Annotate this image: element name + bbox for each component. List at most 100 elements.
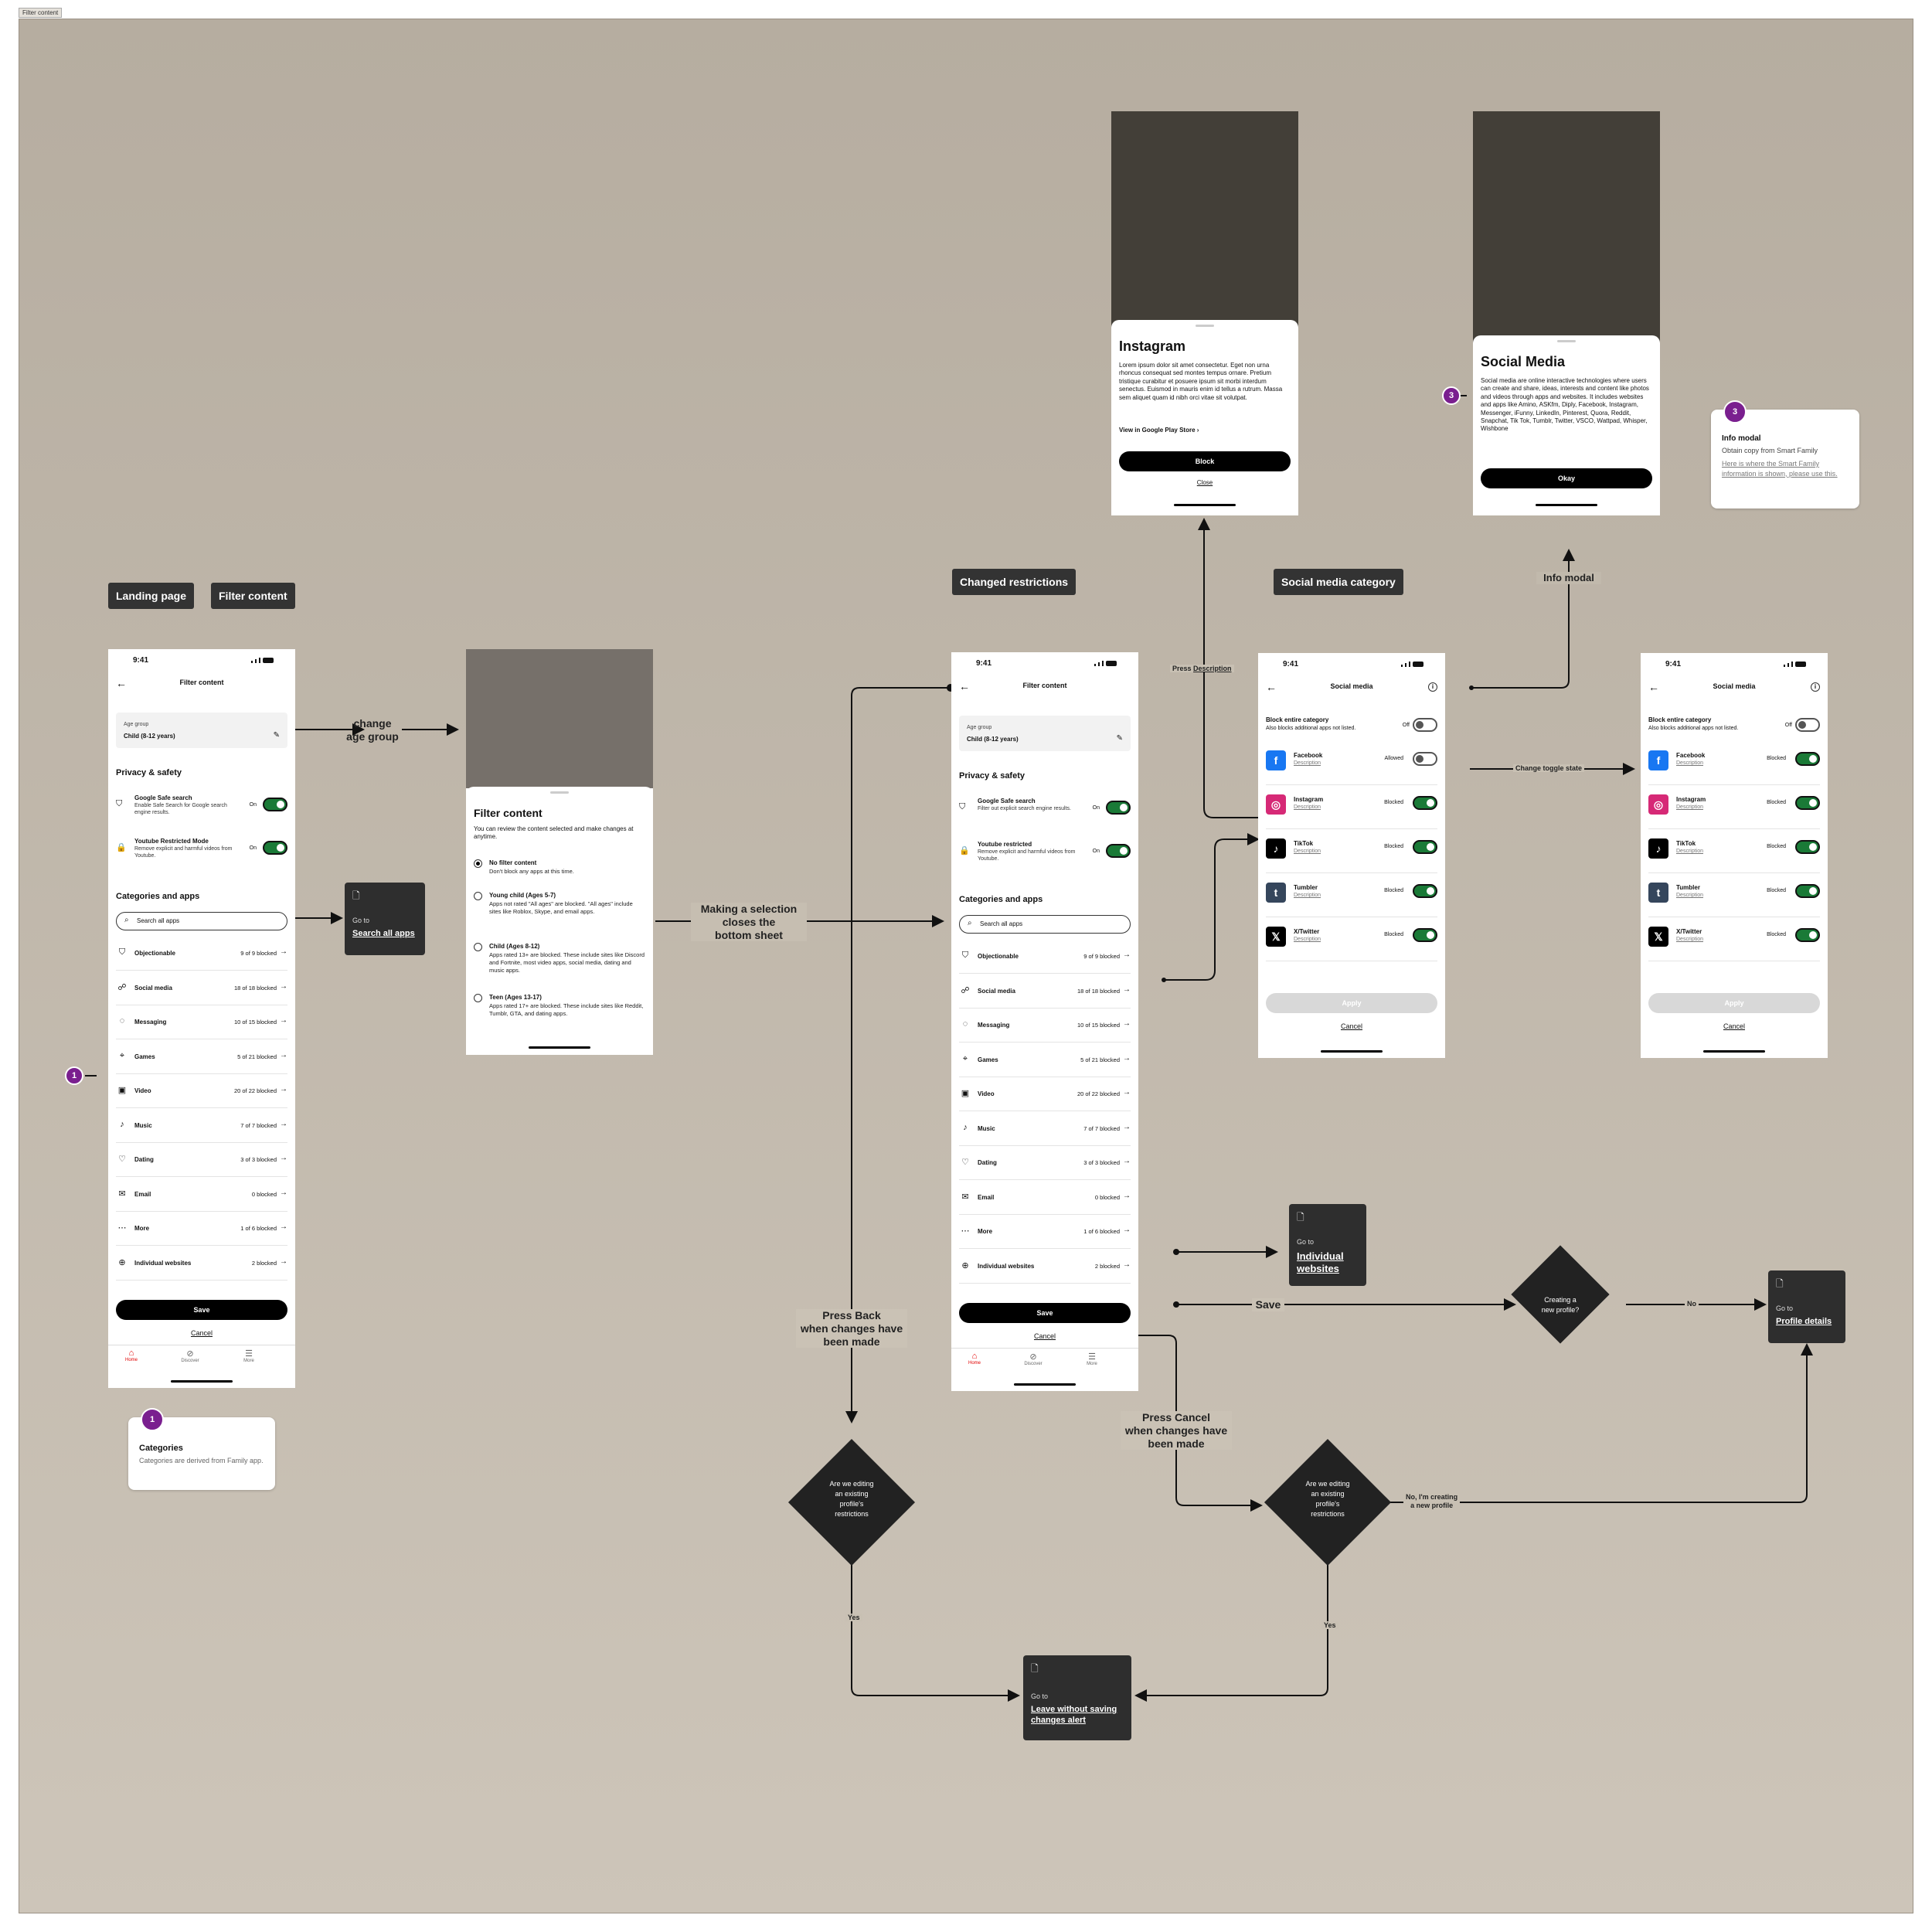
description-link[interactable]: Description	[1676, 849, 1704, 854]
apply-button[interactable]: Apply	[1648, 993, 1820, 1013]
app-toggle[interactable]	[1795, 884, 1820, 898]
description-link[interactable]: Description	[1294, 937, 1321, 942]
radio-child[interactable]	[474, 943, 482, 951]
cancel-link[interactable]: Cancel	[1340, 1022, 1362, 1030]
goto-search-all-apps[interactable]: 🗋 Go to Search all apps	[345, 883, 425, 955]
info-icon[interactable]: i	[1428, 682, 1437, 692]
block-category-toggle[interactable]	[1413, 718, 1437, 732]
app-toggle[interactable]	[1413, 928, 1437, 942]
toggle-switch[interactable]	[263, 798, 287, 811]
radio-teen[interactable]	[474, 994, 482, 1002]
search-input[interactable]: ⌕Search all apps	[116, 912, 287, 930]
info-icon[interactable]: i	[1811, 682, 1820, 692]
description-link[interactable]: Description	[1294, 804, 1321, 810]
save-button[interactable]: Save	[959, 1303, 1131, 1323]
radio-young-child[interactable]	[474, 892, 482, 900]
block-button[interactable]: Block	[1119, 451, 1291, 471]
edit-pencil-icon[interactable]: ✎	[1116, 734, 1123, 743]
description-link[interactable]: Description	[1676, 937, 1704, 942]
tab-home[interactable]: ⌂Home	[108, 1349, 155, 1362]
page-title: Filter content	[1022, 682, 1067, 689]
description-link[interactable]: Description	[1676, 804, 1704, 810]
description-link[interactable]: Description	[1294, 849, 1321, 854]
app-toggle[interactable]	[1795, 928, 1820, 942]
description-link[interactable]: Description	[1294, 893, 1321, 898]
goto-individual-websites[interactable]: 🗋 Go to Individual websites	[1289, 1204, 1366, 1286]
app-toggle[interactable]	[1413, 840, 1437, 854]
sheet-grabber[interactable]	[1196, 325, 1214, 327]
description-link[interactable]: Description	[1676, 893, 1704, 898]
tab-home[interactable]: ⌂Home	[951, 1352, 998, 1366]
goto-profile-details[interactable]: 🗋 Go to Profile details	[1768, 1270, 1845, 1343]
cancel-link[interactable]: Cancel	[1033, 1332, 1056, 1340]
category-count: 9 of 9 blocked	[1083, 953, 1120, 960]
play-store-link[interactable]: View in Google Play Store ›	[1119, 427, 1199, 434]
note-link[interactable]: Here is where the Smart Family informati…	[1722, 460, 1838, 478]
cancel-link[interactable]: Cancel	[1723, 1022, 1745, 1030]
app-toggle[interactable]	[1795, 752, 1820, 766]
radio-no-filter[interactable]	[474, 859, 482, 868]
okay-button[interactable]: Okay	[1481, 468, 1652, 488]
back-arrow-icon[interactable]: ←	[116, 677, 127, 689]
app-toggle[interactable]	[1413, 884, 1437, 898]
sheet-grabber[interactable]	[550, 791, 569, 794]
block-category-toggle[interactable]	[1795, 718, 1820, 732]
back-arrow-icon[interactable]: ←	[1266, 681, 1277, 693]
tab-more[interactable]: ☰More	[1069, 1352, 1115, 1366]
description-link[interactable]: Description	[1294, 760, 1321, 766]
search-input[interactable]: ⌕Search all apps	[959, 915, 1131, 934]
app-toggle[interactable]	[1795, 840, 1820, 854]
toggle-switch[interactable]	[1106, 844, 1131, 858]
cancel-link[interactable]: Cancel	[190, 1329, 213, 1337]
app-toggle[interactable]	[1795, 796, 1820, 810]
back-arrow-icon[interactable]: ←	[959, 680, 970, 692]
apply-button[interactable]: Apply	[1266, 993, 1437, 1013]
goto-leave-without-saving[interactable]: 🗋 Go to Leave without saving changes ale…	[1023, 1655, 1131, 1740]
back-arrow-icon[interactable]: ←	[1648, 681, 1659, 693]
close-link[interactable]: Close	[1196, 479, 1213, 486]
app-toggle[interactable]	[1413, 752, 1437, 766]
tab-discover[interactable]: ⊘Discover	[167, 1349, 213, 1363]
toggle-switch[interactable]	[263, 841, 287, 855]
toggle-switch[interactable]	[1106, 801, 1131, 815]
save-button[interactable]: Save	[116, 1300, 287, 1320]
tab-more[interactable]: ☰More	[226, 1349, 272, 1363]
tab-discover[interactable]: ⊘Discover	[1010, 1352, 1056, 1366]
edit-pencil-icon[interactable]: ✎	[273, 731, 280, 740]
description-link[interactable]: Description	[1676, 760, 1704, 766]
sheet-grabber[interactable]	[1557, 340, 1576, 342]
app-toggle[interactable]	[1413, 796, 1437, 810]
